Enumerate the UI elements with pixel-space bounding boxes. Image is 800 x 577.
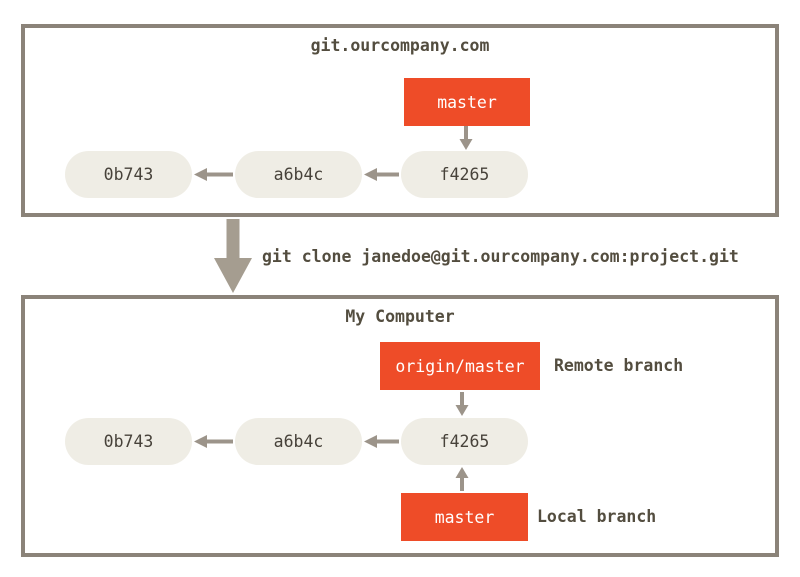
remote-commit-a6b4c: a6b4c <box>235 151 362 198</box>
remote-commit-f4265: f4265 <box>401 151 528 198</box>
local-branch-caption: Local branch <box>537 507 657 526</box>
local-machine-title: My Computer <box>345 307 455 326</box>
remote-server-box <box>21 24 779 217</box>
local-commit-a6b4c: a6b4c <box>235 418 362 465</box>
remote-commit-0b743: 0b743 <box>65 151 192 198</box>
remote-branch-caption: Remote branch <box>554 356 684 375</box>
remote-server-title: git.ourcompany.com <box>310 36 490 55</box>
local-commit-f4265: f4265 <box>401 418 528 465</box>
clone-direction-arrow <box>214 219 252 293</box>
origin-master-branch-box: origin/master <box>380 342 540 390</box>
local-commit-0b743: 0b743 <box>65 418 192 465</box>
remote-master-branch-box: master <box>404 78 530 126</box>
local-machine-box <box>21 295 779 557</box>
local-master-branch-box: master <box>401 493 528 541</box>
clone-command-text: git clone janedoe@git.ourcompany.com:pro… <box>262 247 739 266</box>
